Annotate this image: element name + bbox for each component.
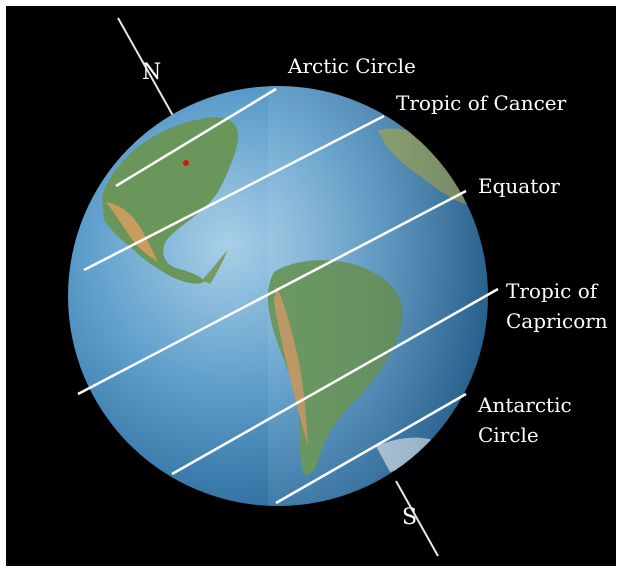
tropic-of-cancer-label: Tropic of Cancer [396,91,567,115]
tropic-of-capricorn-label-line2: Capricorn [506,309,608,333]
antarctic-circle-label-line2: Circle [478,423,539,447]
tropic-of-cancer-line [83,114,385,272]
central-america [202,250,228,284]
antarctic-circle-line [275,392,467,505]
tropic-of-capricorn-line [171,287,499,476]
diagram-frame: N S Arctic Circle Tropic of Cancer Equat… [6,6,616,566]
equator-label: Equator [478,174,560,198]
north-america-desert [106,202,158,262]
tropic-of-capricorn-label-line1: Tropic of [506,279,598,303]
location-marker [183,160,189,166]
axis-north [117,17,177,122]
equator-line [77,189,467,396]
earth-diagram [68,17,499,557]
axis-south [395,480,439,557]
antarctic-circle-label-line1: Antarctic [478,393,572,417]
arctic-circle-line [115,87,277,188]
arctic-circle-label: Arctic Circle [288,54,416,78]
north-pole-label: N [142,60,162,85]
south-pole-label: S [402,505,418,530]
